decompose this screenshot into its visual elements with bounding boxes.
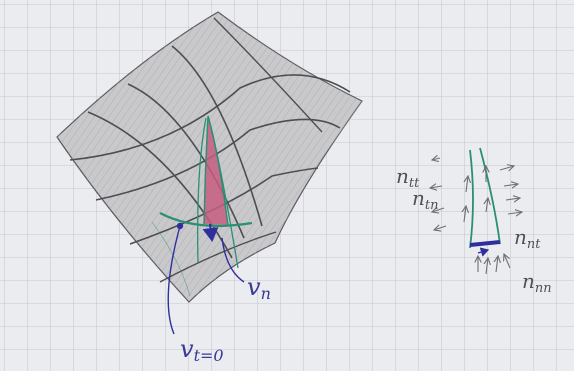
crack-front-curve	[159, 211, 253, 228]
element-detail	[430, 147, 522, 275]
nnt-label: nnt	[514, 225, 541, 252]
crack-front-curve-faint	[151, 221, 191, 297]
vt-label: vt=0	[180, 335, 224, 365]
ntn-label: ntn	[412, 186, 439, 213]
crack-wedge	[197, 115, 239, 269]
vt-leader	[167, 225, 181, 335]
vn-label: vn	[247, 273, 271, 303]
vn-leader	[221, 237, 245, 283]
vn-arrow	[202, 223, 219, 242]
ntt-label: ntt	[396, 164, 420, 191]
nnn-label: nnn	[522, 269, 552, 296]
